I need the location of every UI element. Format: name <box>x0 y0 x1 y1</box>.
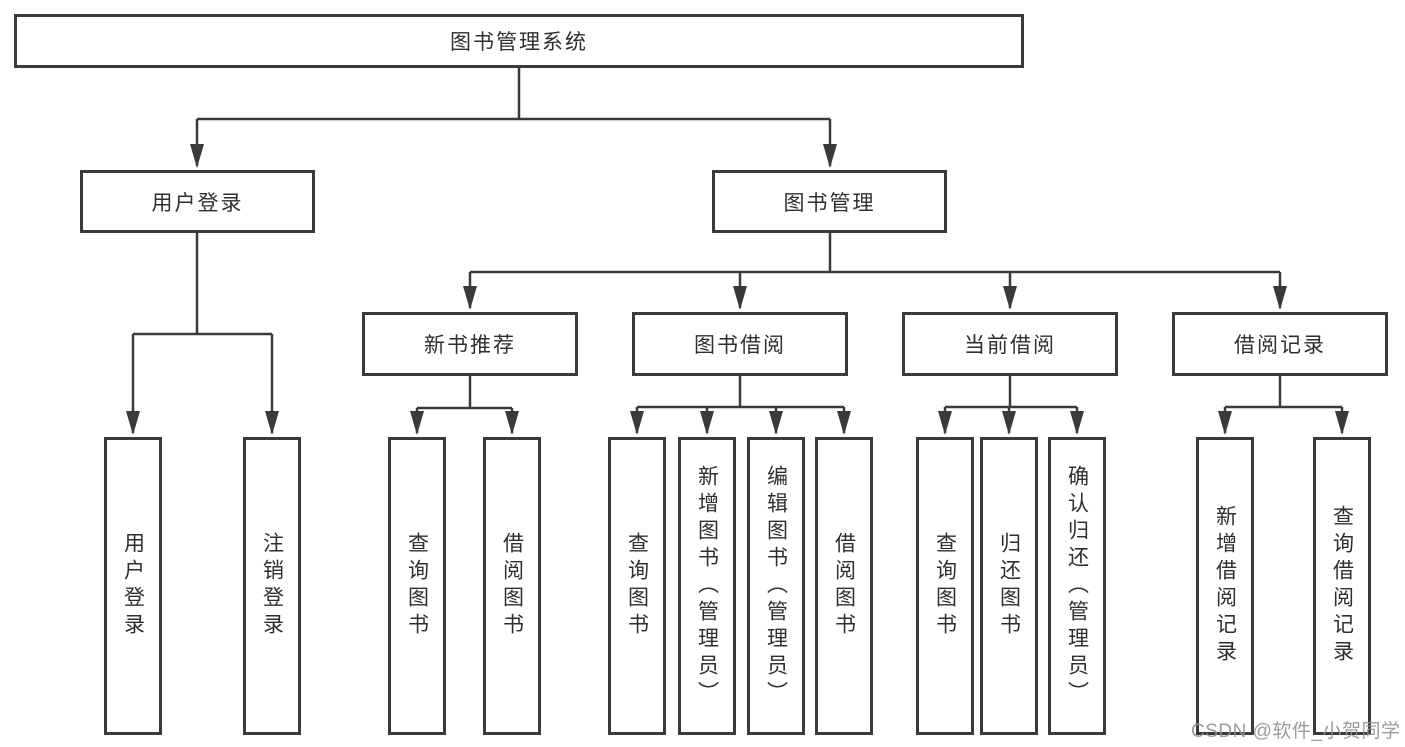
leaf-edit-books-admin-label: 编辑图书（管理员） <box>764 464 788 708</box>
leaf-borrow-books-rec-label: 借阅图书 <box>500 532 524 640</box>
leaf-query-borrow-record-label: 查询借阅记录 <box>1330 505 1354 667</box>
leaf-query-borrow-record: 查询借阅记录 <box>1313 437 1371 735</box>
leaf-add-borrow-record: 新增借阅记录 <box>1196 437 1254 735</box>
node-root-label: 图书管理系统 <box>450 31 588 54</box>
leaf-query-books-current-label: 查询图书 <box>933 532 957 640</box>
node-new-book-recommendation: 新书推荐 <box>362 312 578 376</box>
node-borrowing-records: 借阅记录 <box>1172 312 1388 376</box>
watermark: CSDN @软件_小贺同学 <box>1191 721 1401 742</box>
leaf-query-books-borrow-label: 查询图书 <box>625 532 649 640</box>
leaf-add-borrow-record-label: 新增借阅记录 <box>1213 505 1237 667</box>
leaf-return-books-label: 归还图书 <box>997 532 1021 640</box>
node-user-login-label: 用户登录 <box>151 191 244 215</box>
leaf-logout-label: 注销登录 <box>260 532 284 640</box>
leaf-confirm-return-admin: 确认归还（管理员） <box>1048 437 1106 735</box>
leaf-add-books-admin-label: 新增图书（管理员） <box>695 464 719 708</box>
node-current-borrowing-label: 当前借阅 <box>964 334 1056 357</box>
node-new-book-recommendation-label: 新书推荐 <box>424 334 516 357</box>
leaf-query-books-rec: 查询图书 <box>388 437 446 735</box>
leaf-confirm-return-admin-label: 确认归还（管理员） <box>1065 464 1089 708</box>
leaf-query-books-current: 查询图书 <box>916 437 974 735</box>
leaf-borrow-books-rec: 借阅图书 <box>483 437 541 735</box>
leaf-add-books-admin: 新增图书（管理员） <box>678 437 736 735</box>
node-book-management-label: 图书管理 <box>783 191 876 215</box>
node-current-borrowing: 当前借阅 <box>902 312 1118 376</box>
leaf-query-books-borrow: 查询图书 <box>608 437 666 735</box>
node-book-borrowing-label: 图书借阅 <box>694 334 786 357</box>
leaf-return-books: 归还图书 <box>980 437 1038 735</box>
leaf-edit-books-admin: 编辑图书（管理员） <box>747 437 805 735</box>
leaf-user-login-label: 用户登录 <box>121 532 145 640</box>
node-user-login: 用户登录 <box>80 170 315 233</box>
leaf-logout: 注销登录 <box>243 437 301 735</box>
leaf-user-login: 用户登录 <box>104 437 162 735</box>
leaf-borrow-books-label: 借阅图书 <box>832 532 856 640</box>
node-borrowing-records-label: 借阅记录 <box>1234 334 1326 357</box>
node-root: 图书管理系统 <box>14 14 1024 68</box>
node-book-borrowing: 图书借阅 <box>632 312 848 376</box>
leaf-borrow-books: 借阅图书 <box>815 437 873 735</box>
leaf-query-books-rec-label: 查询图书 <box>405 532 429 640</box>
node-book-management: 图书管理 <box>712 170 947 233</box>
